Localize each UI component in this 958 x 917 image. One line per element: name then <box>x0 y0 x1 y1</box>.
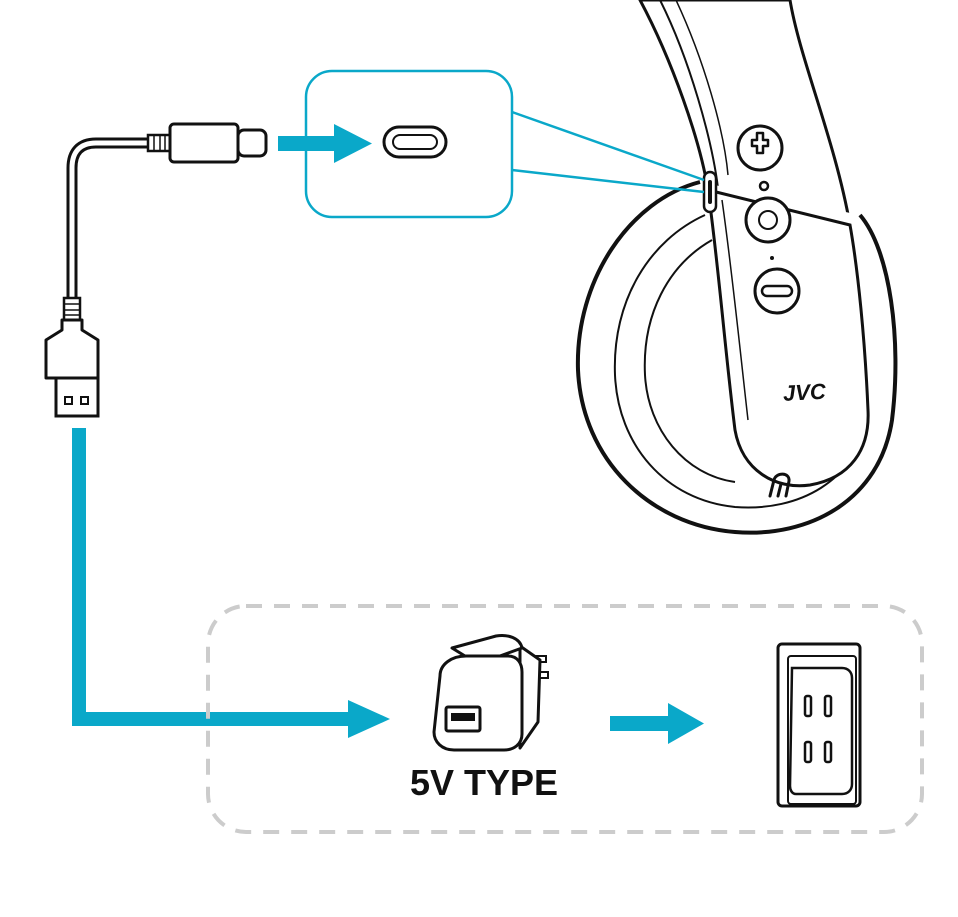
ear-cup-ring-2 <box>643 239 736 483</box>
power-button-icon <box>744 196 792 244</box>
headband-inner-line-2 <box>675 0 729 176</box>
callout-line-bottom <box>511 168 705 194</box>
nfc-icon <box>768 472 791 498</box>
usb-a-plug-icon <box>44 296 100 418</box>
cable-wire <box>66 137 156 306</box>
callout-line-top <box>511 110 705 182</box>
arrow-to-adapter <box>72 428 390 738</box>
usb-c-plug-icon <box>146 122 268 164</box>
led-indicator <box>758 180 770 192</box>
power-source-frame <box>206 604 924 834</box>
mic-hole <box>770 256 774 260</box>
arrow-to-outlet <box>610 703 704 744</box>
brand-logo: JVC <box>782 379 827 406</box>
ear-cup-housing <box>706 188 870 488</box>
adapter-label: 5V TYPE <box>410 762 558 803</box>
usb-ac-adapter-icon <box>432 634 549 752</box>
wall-outlet-icon <box>776 642 862 808</box>
plus-button-icon <box>736 124 784 172</box>
headphone: JVC <box>575 0 898 535</box>
arrow-to-port <box>278 124 372 163</box>
minus-button-icon <box>753 267 801 315</box>
usb-c-port-icon <box>382 125 448 159</box>
ear-cup-ring <box>613 214 869 509</box>
housing-inner-edge <box>721 199 749 421</box>
headband-inner-line <box>659 0 719 189</box>
usb-cable <box>44 122 268 418</box>
